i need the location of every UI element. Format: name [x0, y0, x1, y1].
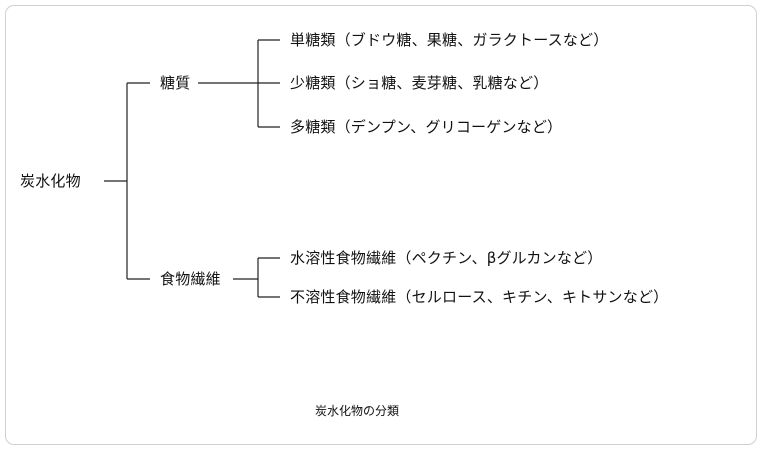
leaf-oligosaccharides: 少糖類（ショ糖、麦芽糖、乳糖など）: [290, 74, 549, 92]
leaf-monosaccharides: 単糖類（ブドウ糖、果糖、ガラクトースなど）: [290, 31, 609, 49]
branch-fiber-label: 食物繊維: [160, 270, 221, 288]
leaf-polysaccharides: 多糖類（デンプン、グリコーゲンなど）: [290, 118, 563, 136]
root-node-label: 炭水化物: [20, 172, 81, 190]
leaf-insoluble-fiber: 不溶性食物繊維（セルロース、キチン、キトサンなど）: [290, 288, 669, 306]
leaf-soluble-fiber: 水溶性食物繊維（ペクチン、βグルカンなど）: [290, 249, 603, 267]
diagram-frame: [5, 5, 757, 445]
branch-sugar-label: 糖質: [160, 74, 191, 92]
diagram-caption: 炭水化物の分類: [315, 404, 400, 418]
